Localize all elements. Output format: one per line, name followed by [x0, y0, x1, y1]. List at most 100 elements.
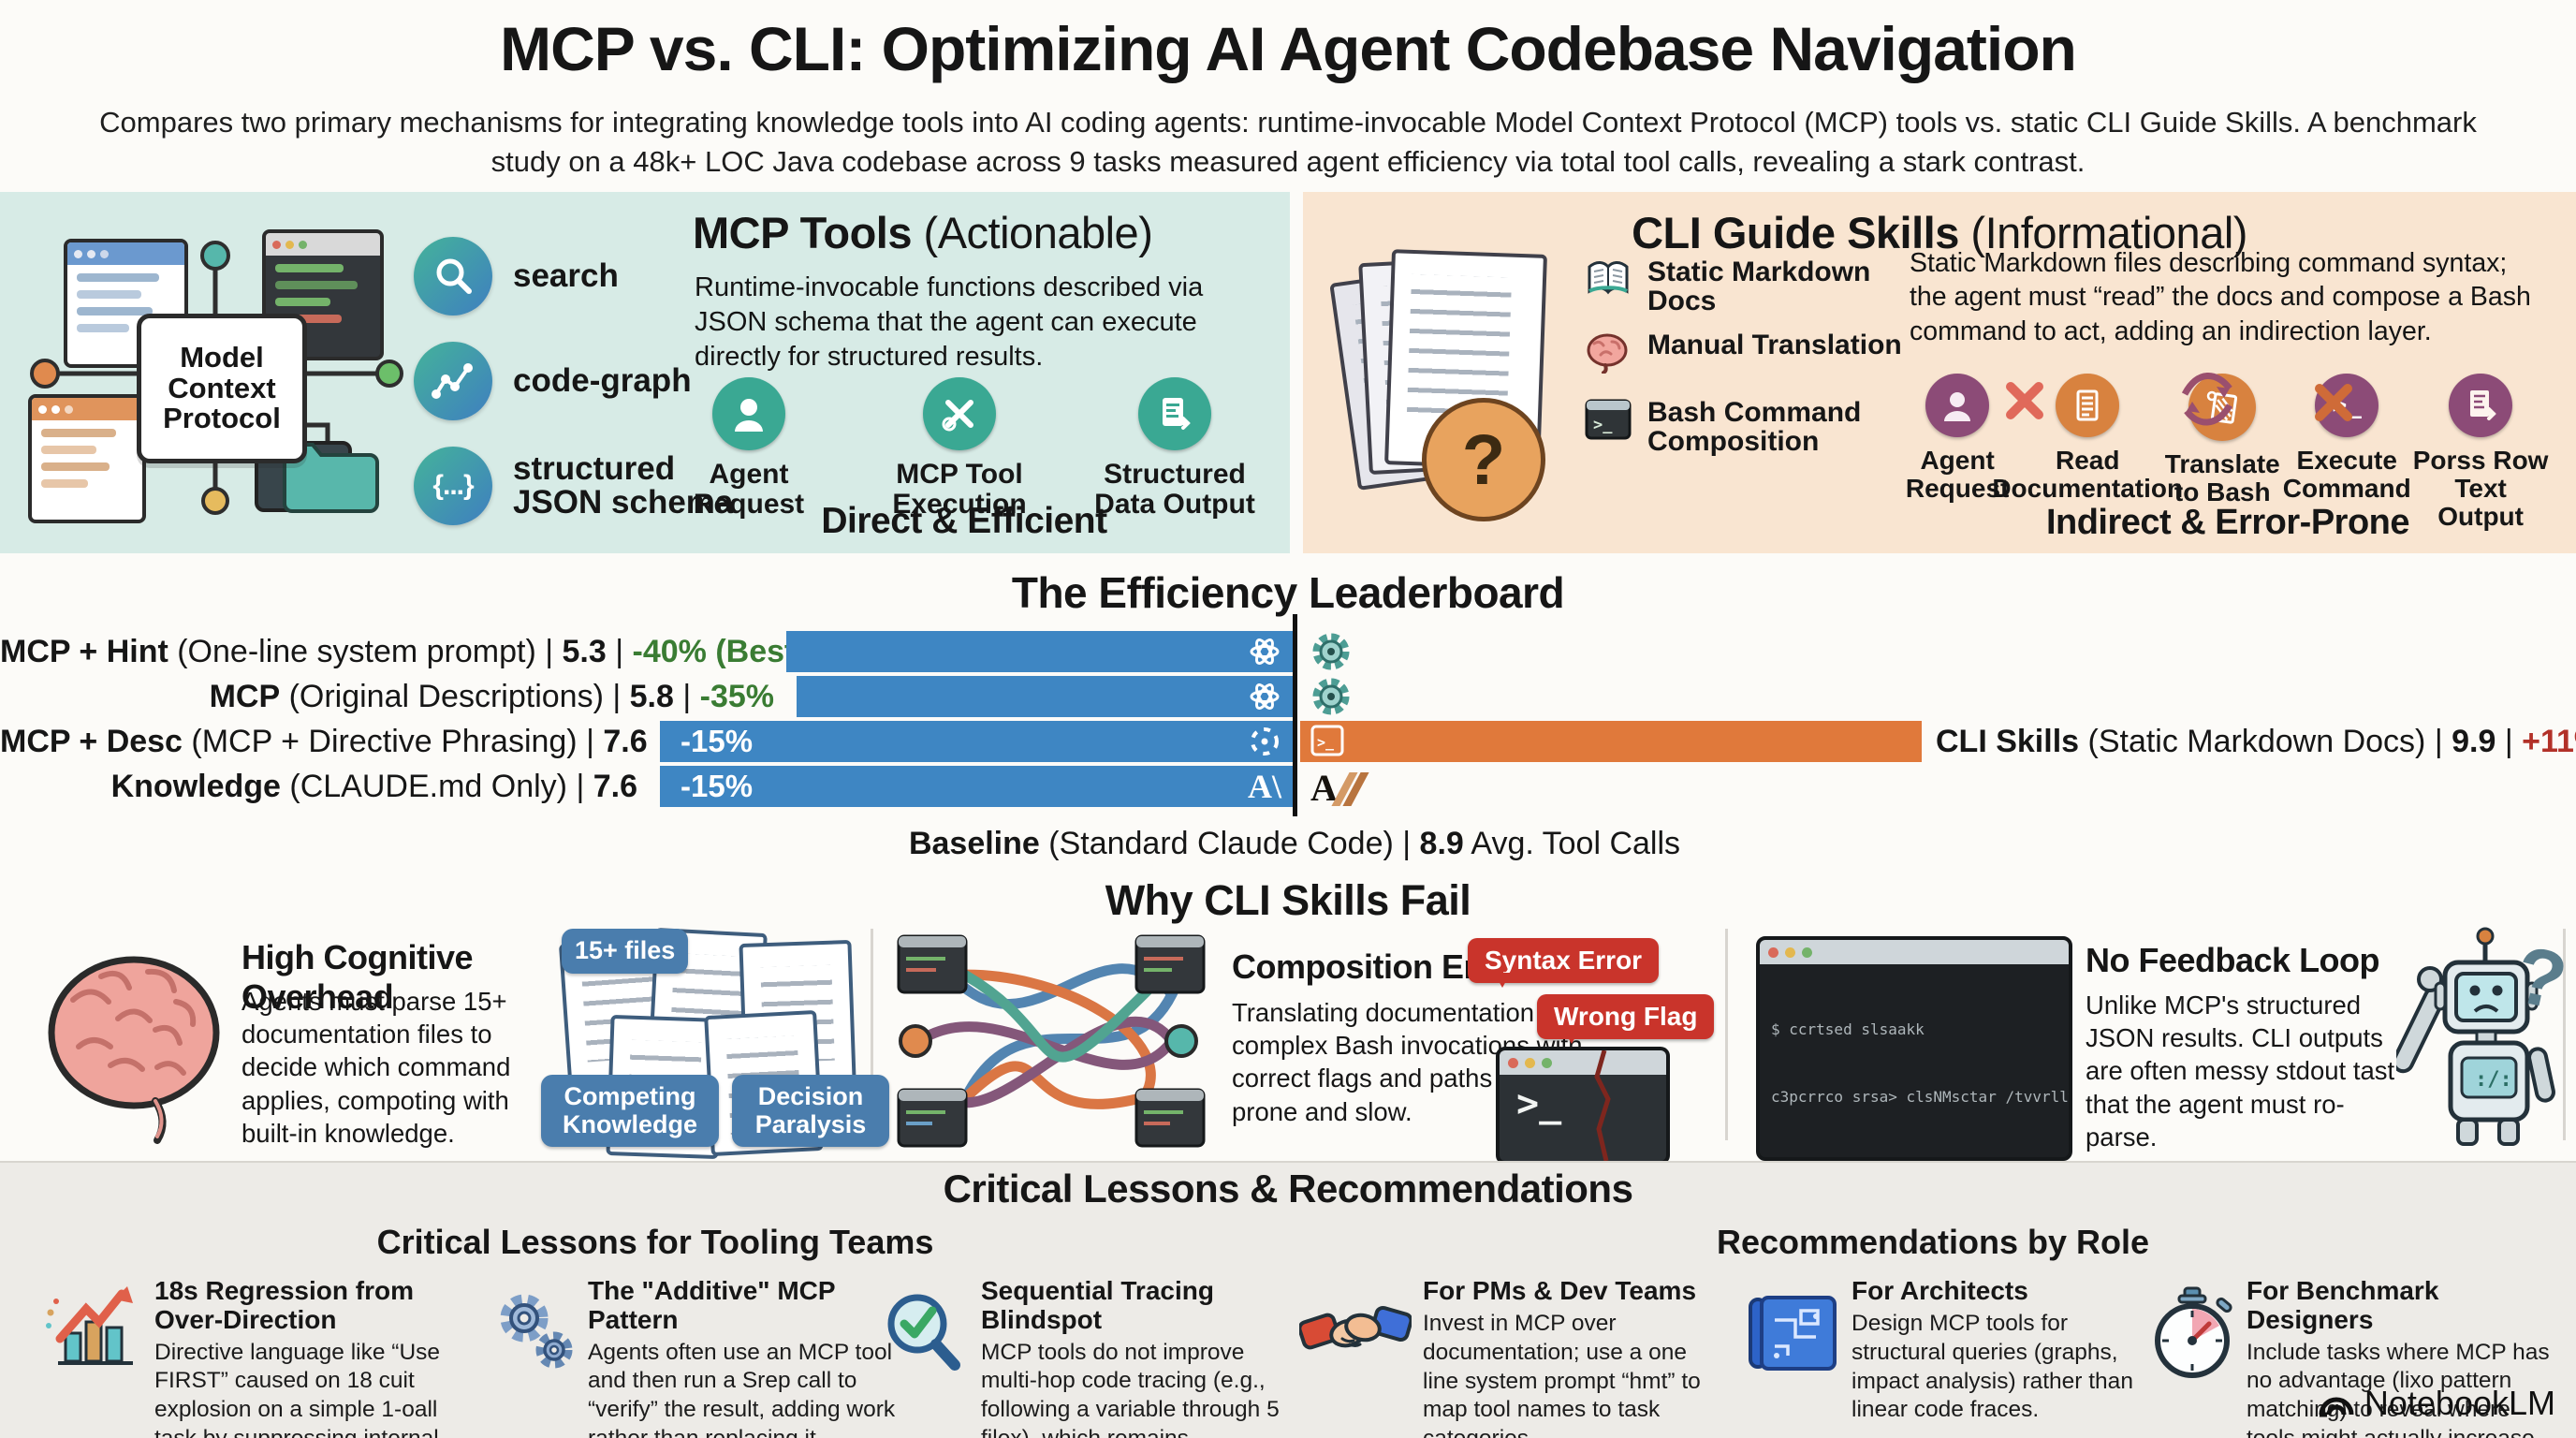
mcp-flow: Agent Request MCP Tool Execution Structu…	[655, 377, 1273, 519]
lesson-title: The "Additive" MCP Pattern	[588, 1276, 836, 1334]
cli-flow-label: Read Documentation	[1992, 446, 2184, 503]
gears-icon	[500, 1294, 573, 1369]
mcp-feature-label: code-graph	[513, 361, 692, 399]
openai-logo-icon	[1250, 683, 1280, 710]
lesson-title: 18s Regression from Over-Direction	[154, 1276, 414, 1334]
notebooklm-brand: NotebookLM	[2256, 1384, 2555, 1423]
leaderboard-row-label: Knowledge (CLAUDE.md Only) | 7.6	[110, 769, 637, 804]
lesson-text: Agents often use an MCP tool and then ru…	[588, 1339, 896, 1438]
cli-flow-label: Execute Command	[2282, 446, 2411, 503]
leaderboard-title: The Efficiency Leaderboard	[1011, 568, 1565, 617]
growth-chart-icon	[46, 1286, 133, 1365]
openai-logo-icon	[1250, 638, 1280, 665]
leaderboard-row-label: MCP (Original Descriptions) | 5.8 | -35%	[209, 679, 774, 714]
mcp-flow-step: Agent Request	[655, 377, 842, 519]
brain-icon	[1587, 333, 1628, 374]
why-fail-item-title: High Cognitive Overhead	[242, 938, 474, 1016]
terminal-garbled-output: $ ccrtsed slsaakk c3pcrrco srsa> clsNMsc…	[1771, 1020, 2069, 1157]
cli-flow-step: Agent Request	[1902, 374, 2012, 531]
lesson-title: For Architects	[1852, 1276, 2028, 1305]
structured-output-icon	[1138, 377, 1211, 450]
mcp-panel-heading: MCP Tools (Actionable)	[693, 208, 1153, 257]
leaderboard-row-label: MCP + Hint (One-line system prompt) | 5.…	[0, 634, 806, 669]
cli-flow-step: Read Documentation	[1992, 374, 2183, 531]
broken-gear-icon	[1251, 727, 1279, 756]
why-fail-item-text: Unlike MCP's structured JSON results. CL…	[2086, 990, 2395, 1152]
messy-output-terminal: $ ccrtsed slsaakk c3pcrrco srsa> clsNMsc…	[1756, 936, 2072, 1161]
baseline-label: Baseline (Standard Claude Code) | 8.9 Av…	[908, 826, 1681, 861]
error-x-icon	[2315, 384, 2352, 421]
cli-feature-translation: Manual Translation	[1584, 330, 1902, 374]
mcp-illustration: Model Context Protocol	[26, 224, 405, 523]
arrow-icon	[2181, 373, 2233, 426]
terminal-icon: >_	[1310, 725, 1344, 756]
mcp-flow-label: MCP Tool Execution	[892, 459, 1027, 520]
lesson-item: Sequential Tracing Blindspot MCP tools d…	[981, 1276, 1290, 1438]
leaderboard-bar: -15%	[660, 721, 1293, 762]
notebooklm-brand-text: NotebookLM	[2364, 1384, 2555, 1422]
mcp-feature-label: search	[513, 257, 619, 294]
cli-flow-label: Translate to Bash	[2164, 449, 2280, 506]
list-window-graphic	[28, 394, 146, 523]
brain-illustration	[48, 956, 220, 1144]
lesson-text: Invest in MCP over documentation; use a …	[1423, 1310, 1701, 1438]
leaderboard-bar	[797, 676, 1293, 717]
cli-flow-label: Agent Request	[1905, 446, 2010, 503]
handshake-icon	[1299, 1305, 1412, 1350]
anthropic-logo-icon: A	[1310, 766, 1369, 810]
lessons-title: Critical Lessons & Recommendations	[943, 1167, 1633, 1211]
question-mark-icon: ?	[1422, 398, 1545, 521]
cli-flow-label: Porss Row Text Output	[2412, 446, 2549, 531]
why-fail-item-text: Agents must parse 15+ documentation file…	[242, 987, 511, 1148]
column-divider	[871, 929, 873, 1140]
terminal-icon: >_	[1585, 399, 1632, 440]
why-fail-title: Why CLI Skills Fail	[1105, 876, 1471, 924]
cli-feature-label: Manual Translation	[1647, 330, 1902, 360]
lessons-right-heading: Recommendations by Role	[1716, 1223, 2150, 1261]
search-icon	[414, 237, 492, 315]
robot-screen-text: :/:	[2475, 1068, 2512, 1092]
lesson-item: For Architects Design MCP tools for stru…	[1852, 1276, 2160, 1425]
cli-feature-label: Bash Command Composition	[1647, 397, 1862, 458]
read-docs-icon	[2056, 374, 2120, 437]
lesson-text: MCP tools do not improve multi-hop code …	[981, 1339, 1280, 1438]
cli-papers-illustration: ?	[1329, 241, 1574, 526]
code-graph-icon	[414, 342, 492, 420]
lesson-item: For PMs & Dev Teams Invest in MCP over d…	[1423, 1276, 1724, 1438]
bar-change-label: -15%	[681, 769, 754, 803]
raw-output-icon	[2449, 374, 2513, 437]
files-badge: 15+ files	[562, 929, 689, 974]
blueprint-icon	[1749, 1296, 1837, 1371]
lesson-text: Include tasks where MCP has no advantage…	[2247, 1339, 2550, 1438]
lesson-title: For Benchmark Designers	[2247, 1276, 2439, 1334]
agent-person-icon	[712, 377, 785, 450]
cli-feature-label: Static Markdown Docs	[1647, 257, 1871, 317]
bar-change-label: -15%	[681, 724, 754, 758]
gear-icon	[1312, 678, 1350, 715]
page-title: MCP vs. CLI: Optimizing AI Agent Codebas…	[500, 14, 2077, 83]
lessons-section	[0, 1161, 2576, 1438]
mcp-tools-panel: Model Context Protocol search code-graph…	[0, 192, 1290, 553]
model-context-protocol-box: Model Context Protocol	[137, 314, 307, 463]
lesson-title: For PMs & Dev Teams	[1423, 1276, 1697, 1305]
mcp-feature-search: search	[414, 237, 619, 315]
syntax-error-bubble: Syntax Error	[1468, 938, 1660, 988]
tangled-wires-illustration	[897, 934, 1206, 1148]
mcp-flow-step: Structured Data Output	[1076, 377, 1273, 519]
json-schema-icon: {...}	[414, 447, 492, 525]
mini-code-window	[897, 934, 1206, 1148]
page-subtitle: Compares two primary mechanisms for inte…	[99, 106, 2477, 178]
leaderboard-bar: -15% A\	[660, 766, 1293, 807]
notebooklm-logo-icon	[2319, 1397, 2354, 1417]
column-divider	[1725, 929, 1728, 1140]
mcp-flow-label: Structured Data Output	[1094, 459, 1255, 520]
lesson-text: Directive language like “Use FIRST” caus…	[154, 1339, 441, 1438]
cli-panel-description: Static Markdown files describing command…	[1910, 248, 2531, 346]
leaderboard-row-label: MCP + Desc (MCP + Directive Phrasing) | …	[0, 724, 648, 759]
lesson-title: Sequential Tracing Blindspot	[981, 1276, 1214, 1334]
gear-icon	[1312, 633, 1350, 670]
baseline-axis-line	[1293, 614, 1297, 816]
competing-knowledge-badge: Competing Knowledge	[541, 1075, 719, 1148]
cli-panel-heading: CLI Guide Skills (Informational)	[1632, 208, 2247, 257]
book-icon	[1588, 261, 1629, 295]
